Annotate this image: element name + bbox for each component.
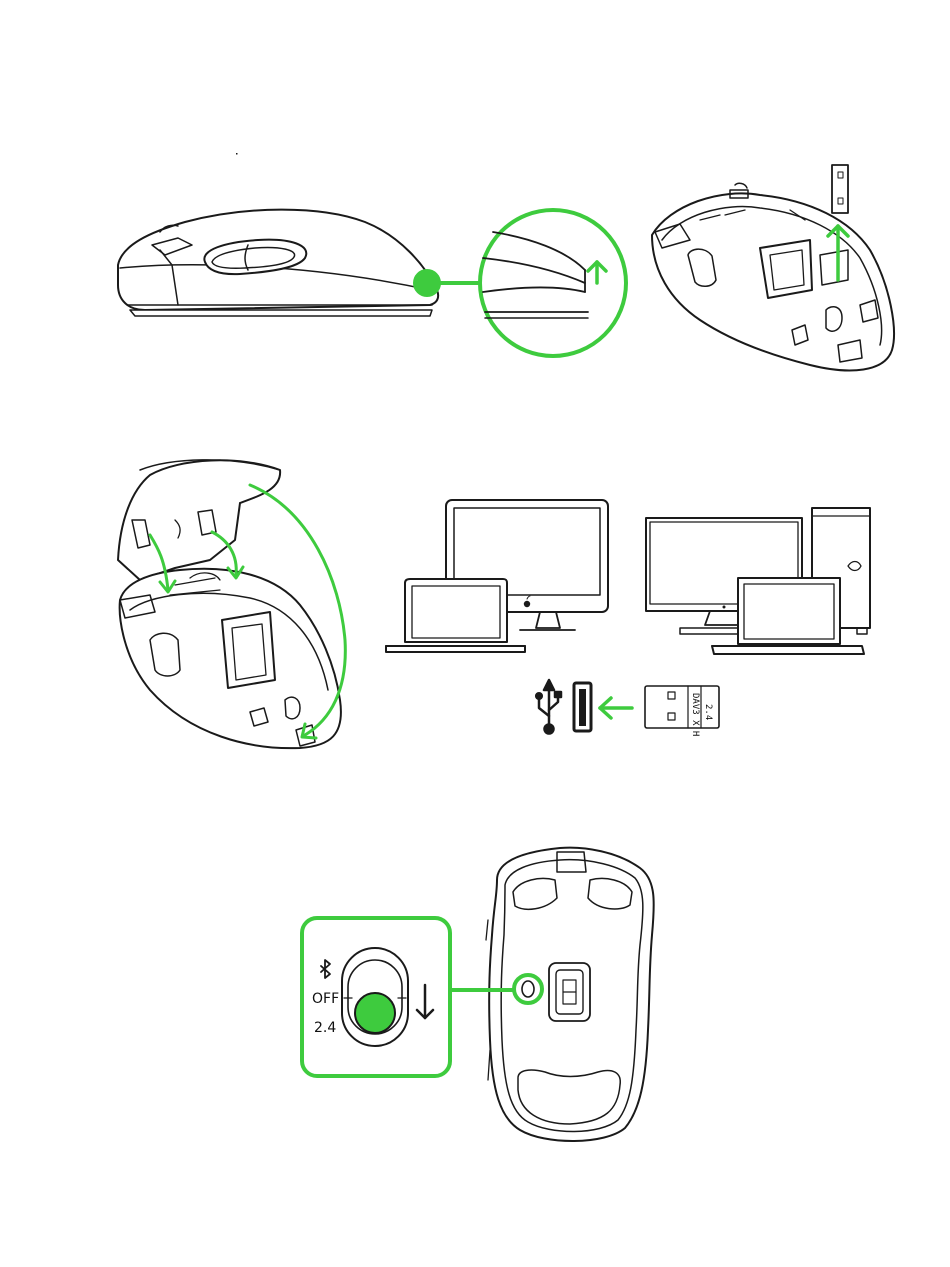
- switch-off-label: OFF: [312, 991, 339, 1007]
- dongle-label-id: DAV3 X H: [690, 693, 700, 736]
- arrow-left-icon: [600, 698, 632, 718]
- step1-mouse-side-view: [118, 210, 438, 316]
- switch-24-label: 2.4: [314, 1020, 336, 1036]
- dongle-label-24: 2.4: [703, 704, 713, 720]
- usb-port: [574, 683, 591, 731]
- zoom-circle-release: [480, 210, 626, 356]
- compatible-devices: [386, 500, 870, 654]
- stray-dot: [236, 153, 238, 155]
- usb-icon: [536, 680, 561, 734]
- step2-cover-replacement: [118, 460, 345, 748]
- step1-mouse-underside-dongle: [652, 165, 894, 370]
- zoom-connector: [414, 270, 480, 296]
- mouse-bottom-view: [486, 848, 654, 1141]
